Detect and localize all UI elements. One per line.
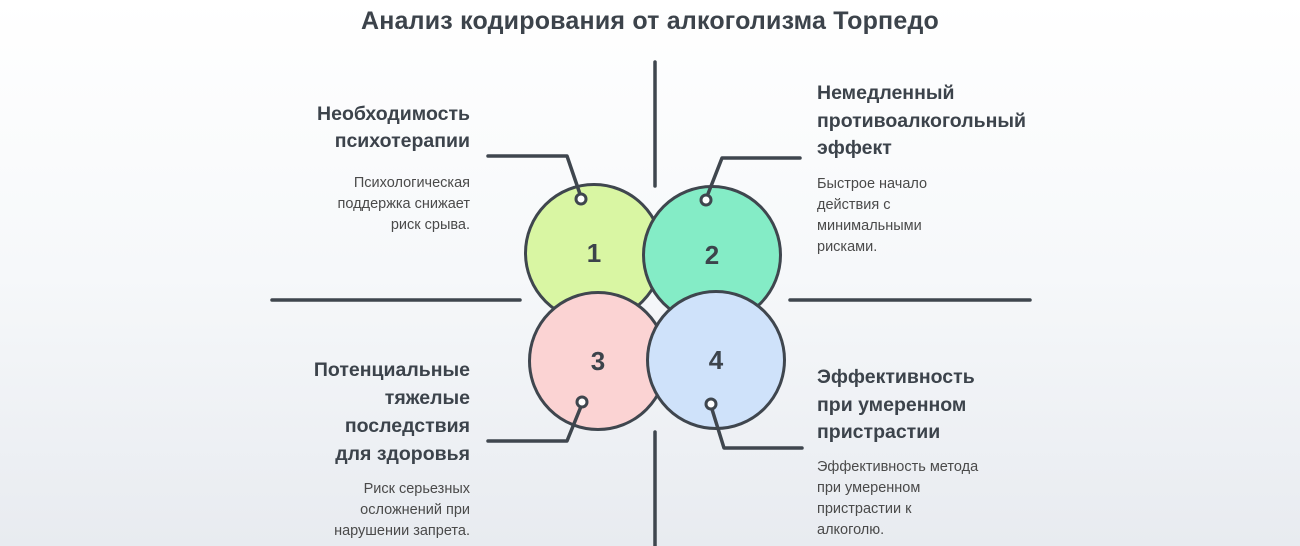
quadrant-1-heading: Необходимость психотерапии: [317, 103, 470, 152]
quadrant-2-description: Быстрое начало действия с минимальными р…: [817, 176, 928, 255]
venn-circle-2: 2: [642, 185, 782, 325]
quadrant-3-heading: Потенциальные тяжелые последствия для зд…: [313, 359, 470, 465]
quadrant-4-description: Эффективность метода при умеренном прист…: [817, 459, 979, 538]
page-title: Анализ кодирования от алкоголизма Торпед…: [361, 7, 939, 35]
circle-3-number: 3: [590, 345, 606, 376]
circle-1-number: 1: [586, 237, 602, 268]
circle-4-number: 4: [708, 344, 724, 375]
quadrant-3-description: Риск серьезных осложнений при нарушении …: [334, 481, 470, 539]
venn-circle-4: 4: [646, 290, 786, 430]
quadrant-4-heading: Эффективность при умеренном пристрастии: [817, 366, 975, 443]
quadrant-1-description: Психологическая поддержка снижает риск с…: [337, 175, 470, 233]
quadrant-2-heading: Немедленный противоалкогольный эффект: [817, 82, 1027, 159]
circle-2-number: 2: [704, 239, 720, 270]
